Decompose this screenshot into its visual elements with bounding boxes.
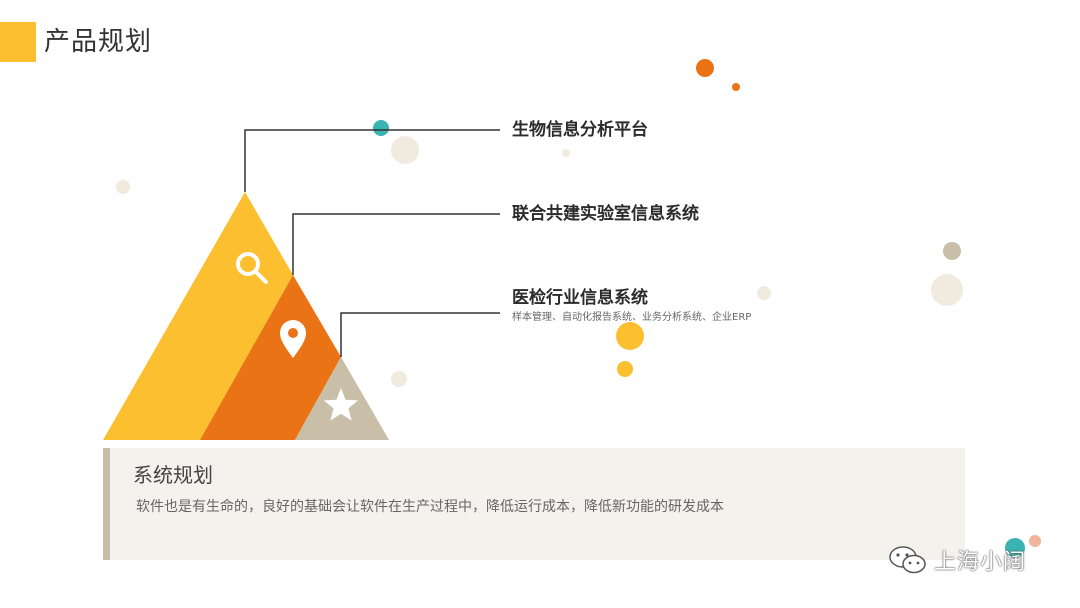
level-3-sublabel: 样本管理、自动化报告系统、业务分析系统、企业ERP <box>512 312 752 323</box>
search-icon <box>236 252 268 284</box>
page-title: 产品规划 <box>44 27 153 57</box>
summary-panel: 系统规划 软件也是有生命的，良好的基础会让软件在生产过程中，降低运行成本，降低新… <box>103 448 965 560</box>
pyramid-level-2 <box>200 275 341 440</box>
decorative-dots <box>116 59 1041 558</box>
level-3-label: 医检行业信息系统 <box>512 288 648 308</box>
level-2-label: 联合共建实验室信息系统 <box>512 204 699 224</box>
panel-description: 软件也是有生命的，良好的基础会让软件在生产过程中，降低运行成本，降低新功能的研发… <box>136 499 724 515</box>
watermark-text: 上海小阔 <box>934 550 1027 575</box>
star-icon <box>323 388 359 421</box>
title-accent-bar <box>0 22 36 62</box>
level-1-label: 生物信息分析平台 <box>512 120 648 140</box>
wechat-icon <box>889 546 926 574</box>
link-icon <box>181 178 209 206</box>
panel-accent-bar <box>103 448 110 560</box>
location-pin-icon <box>280 320 306 358</box>
panel-title: 系统规划 <box>133 463 213 487</box>
watermark: 上海小阔 <box>888 542 1026 578</box>
connector-lines <box>244 129 500 357</box>
